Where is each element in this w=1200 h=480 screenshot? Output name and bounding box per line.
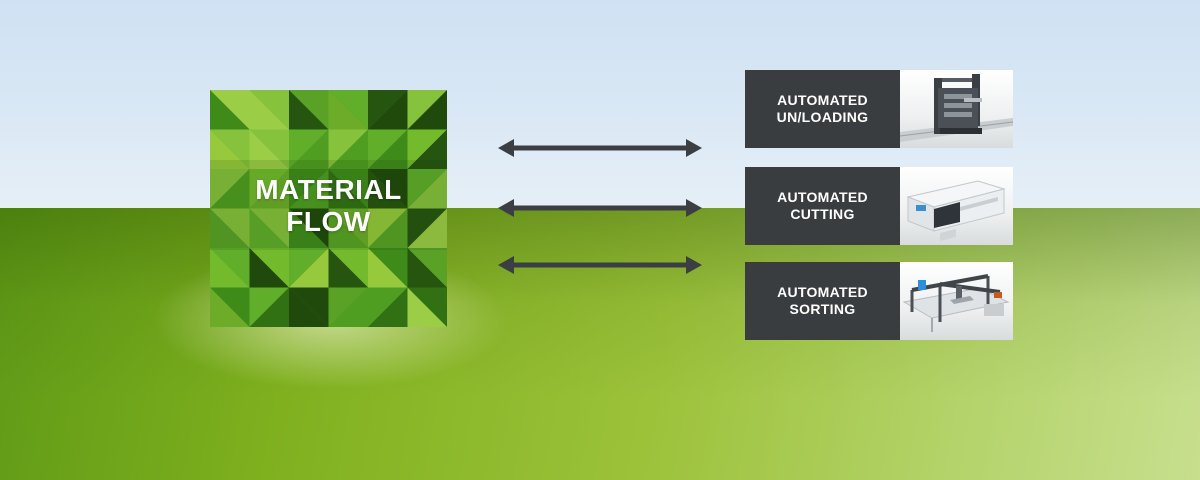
material-flow-title: MATERIAL FLOW <box>210 174 447 238</box>
station-label-cutting: AUTOMATED CUTTING <box>745 167 900 245</box>
station-sorting-line2: SORTING <box>789 301 856 317</box>
station-label-sorting: AUTOMATED SORTING <box>745 262 900 340</box>
station-loading-line2: UN/LOADING <box>776 109 869 125</box>
station-loading-line1: AUTOMATED <box>777 92 868 108</box>
loading-tower-icon <box>900 70 1013 148</box>
material-flow-line2: FLOW <box>286 206 371 237</box>
double-arrow-loading <box>498 139 702 157</box>
mosaic-pattern <box>210 90 447 327</box>
station-cutting-line2: CUTTING <box>790 206 855 222</box>
double-arrow-cutting <box>498 199 702 217</box>
double-arrow-sorting <box>498 256 702 274</box>
station-label-loading: AUTOMATED UN/LOADING <box>745 70 900 148</box>
sorting-gantry-icon <box>900 262 1013 340</box>
material-flow-tile: MATERIAL FLOW <box>210 90 447 327</box>
station-card-cutting: AUTOMATED CUTTING <box>745 167 1013 245</box>
station-card-sorting: AUTOMATED SORTING <box>745 262 1013 340</box>
sky-background <box>0 0 1200 208</box>
station-sorting-line1: AUTOMATED <box>777 284 868 300</box>
station-cutting-line1: AUTOMATED <box>777 189 868 205</box>
material-flow-line1: MATERIAL <box>255 174 402 205</box>
station-card-loading: AUTOMATED UN/LOADING <box>745 70 1013 148</box>
laser-cutter-icon <box>900 167 1013 245</box>
